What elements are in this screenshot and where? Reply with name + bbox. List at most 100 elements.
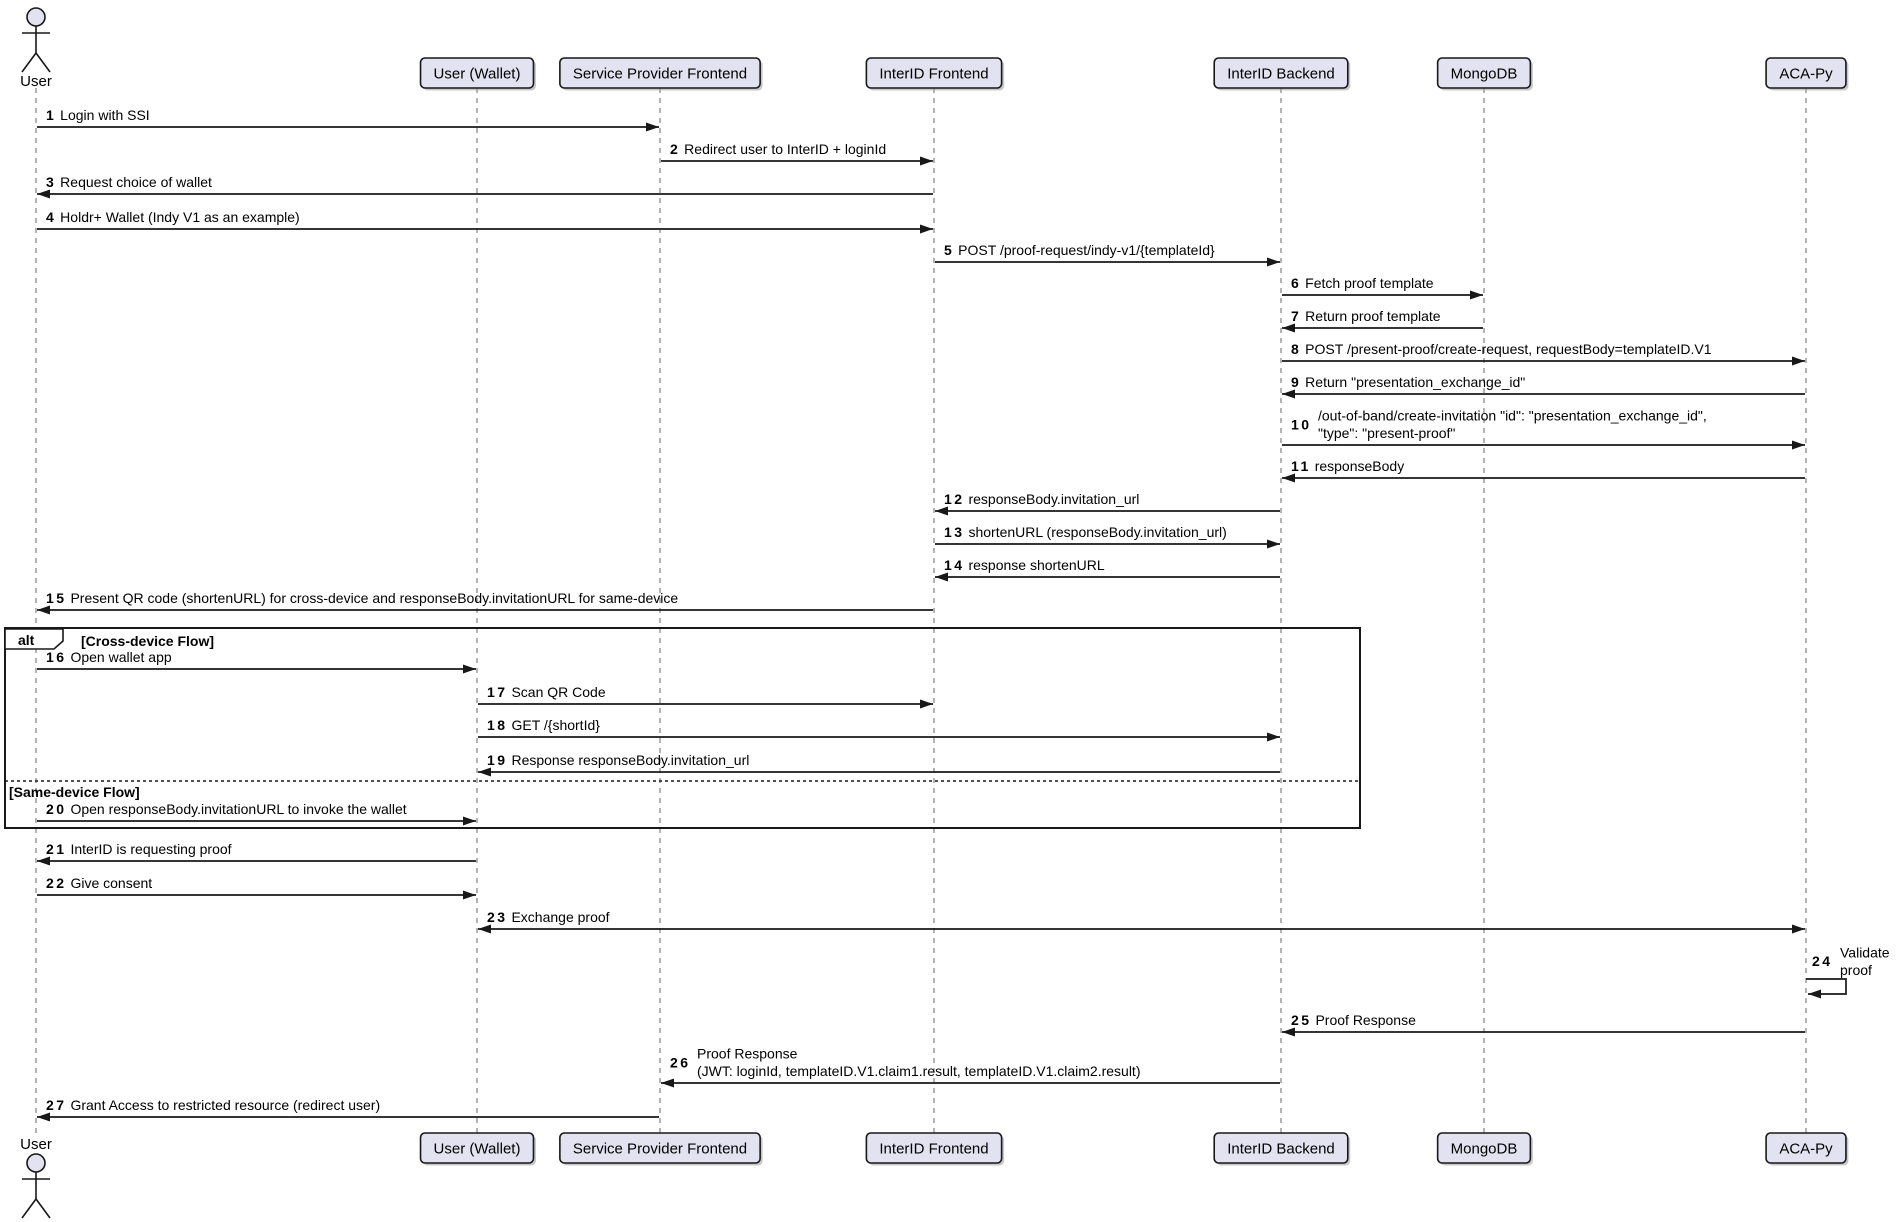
arrowhead xyxy=(1282,323,1295,333)
message-21-label: 21 InterID is requesting proof xyxy=(46,841,232,857)
arrowhead xyxy=(463,664,476,674)
participant-label-ife-bottom: InterID Frontend xyxy=(879,1141,988,1158)
message-10-number: 10 xyxy=(1291,416,1312,432)
arrowhead xyxy=(463,890,476,900)
arrowhead xyxy=(935,572,948,582)
arrowhead xyxy=(661,1078,674,1088)
participant-label-wallet-top: User (Wallet) xyxy=(434,66,521,83)
participant-label-mongo-bottom: MongoDB xyxy=(1451,1141,1518,1158)
message-24-label: Validate xyxy=(1840,945,1890,961)
message-6-label: 6 Fetch proof template xyxy=(1291,275,1434,291)
actor-label-user-bottom: User xyxy=(20,1136,52,1153)
message-15-label: 15 Present QR code (shortenURL) for cros… xyxy=(46,590,678,606)
arrowhead xyxy=(920,156,933,166)
message-2-label: 2 Redirect user to InterID + loginId xyxy=(670,141,886,157)
participant-label-ife-top: InterID Frontend xyxy=(879,66,988,83)
message-4-label: 4 Holdr+ Wallet (Indy V1 as an example) xyxy=(46,209,300,225)
arrowhead xyxy=(463,816,476,826)
message-10-label: "type": "present-proof" xyxy=(1318,425,1455,441)
alt-condition-same-device: [Same-device Flow] xyxy=(9,784,140,800)
arrowhead xyxy=(1267,539,1280,549)
arrowhead xyxy=(1470,290,1483,300)
message-7-label: 7 Return proof template xyxy=(1291,308,1441,324)
actor-head xyxy=(26,1153,46,1173)
message-9-label: 9 Return "presentation_exchange_id" xyxy=(1291,374,1525,390)
participant-box-spf-bottom xyxy=(559,1132,761,1164)
arrowhead xyxy=(37,189,50,199)
arrowhead xyxy=(920,699,933,709)
message-20-label: 20 Open responseBody.invitationURL to in… xyxy=(46,801,407,817)
arrowhead xyxy=(646,122,659,132)
arrowhead xyxy=(1808,989,1821,999)
arrowhead xyxy=(935,506,948,516)
message-12-label: 12 responseBody.invitation_url xyxy=(944,491,1139,507)
arrowhead xyxy=(1282,1027,1295,1037)
message-17-label: 17 Scan QR Code xyxy=(487,684,606,700)
participant-box-aca-top xyxy=(1765,57,1847,89)
message-13-label: 13 shortenURL (responseBody.invitation_u… xyxy=(944,524,1227,540)
participant-label-ibe-top: InterID Backend xyxy=(1227,66,1335,83)
message-10-label: /out-of-band/create-invitation "id": "pr… xyxy=(1318,408,1707,424)
actor-figure xyxy=(35,52,51,73)
participant-label-spf-bottom: Service Provider Frontend xyxy=(573,1141,747,1158)
participant-box-aca-bottom xyxy=(1765,1132,1847,1164)
message-11-label: 11 responseBody xyxy=(1291,458,1404,474)
arrowhead xyxy=(478,924,491,934)
message-26-label: (JWT: loginId, templateID.V1.claim1.resu… xyxy=(697,1063,1141,1079)
arrowhead xyxy=(37,605,50,615)
message-24-label: proof xyxy=(1840,962,1872,978)
arrowhead xyxy=(1282,473,1295,483)
message-8-label: 8 POST /present-proof/create-request, re… xyxy=(1291,341,1712,357)
message-24-number: 24 xyxy=(1812,953,1833,969)
message-18-label: 18 GET /{shortId} xyxy=(487,717,600,733)
message-16-label: 16 Open wallet app xyxy=(46,649,172,665)
participant-label-wallet-bottom: User (Wallet) xyxy=(434,1141,521,1158)
arrowhead xyxy=(37,1112,50,1122)
participant-label-aca-top: ACA-Py xyxy=(1779,66,1833,83)
message-25-label: 25 Proof Response xyxy=(1291,1012,1416,1028)
message-1-label: 1 Login with SSI xyxy=(46,107,150,123)
arrowhead xyxy=(920,224,933,234)
alt-fragment-border xyxy=(4,627,1361,829)
participant-label-mongo-top: MongoDB xyxy=(1451,66,1518,83)
arrowhead xyxy=(1792,440,1805,450)
participant-box-ife-top xyxy=(865,57,1003,89)
participant-box-mongo-bottom xyxy=(1436,1132,1532,1164)
participant-label-aca-bottom: ACA-Py xyxy=(1779,1141,1833,1158)
message-19-label: 19 Response responseBody.invitation_url xyxy=(487,752,749,768)
actor-figure xyxy=(21,1198,37,1219)
message-23-label: 23 Exchange proof xyxy=(487,909,610,925)
actor-figure xyxy=(35,1198,51,1219)
participant-box-ibe-top xyxy=(1213,57,1349,89)
participant-box-wallet-bottom xyxy=(419,1132,535,1164)
arrowhead xyxy=(1267,257,1280,267)
arrowhead xyxy=(1792,924,1805,934)
alt-condition-cross-device: [Cross-device Flow] xyxy=(81,633,214,649)
arrowhead xyxy=(478,767,491,777)
message-3-label: 3 Request choice of wallet xyxy=(46,174,212,190)
arrowhead xyxy=(37,856,50,866)
actor-head xyxy=(26,7,46,27)
arrowhead xyxy=(1792,356,1805,366)
message-24-selfloop xyxy=(1806,978,1847,995)
participant-box-mongo-top xyxy=(1436,57,1532,89)
participant-label-ibe-bottom: InterID Backend xyxy=(1227,1141,1335,1158)
message-14-label: 14 response shortenURL xyxy=(944,557,1105,573)
participant-box-spf-top xyxy=(559,57,761,89)
message-26-label: Proof Response xyxy=(697,1046,798,1062)
participant-box-ibe-bottom xyxy=(1213,1132,1349,1164)
alt-operator-label: alt xyxy=(18,632,35,648)
arrowhead xyxy=(1282,389,1295,399)
alt-operator-pentagon xyxy=(4,628,64,650)
actor-label-user-top: User xyxy=(20,73,52,90)
message-27-label: 27 Grant Access to restricted resource (… xyxy=(46,1097,380,1113)
participant-label-spf-top: Service Provider Frontend xyxy=(573,66,747,83)
message-5-label: 5 POST /proof-request/indy-v1/{templateI… xyxy=(944,242,1215,258)
participant-box-ife-bottom xyxy=(865,1132,1003,1164)
actor-figure xyxy=(21,52,37,73)
message-26-number: 26 xyxy=(670,1054,691,1070)
arrowhead xyxy=(1267,732,1280,742)
message-22-label: 22 Give consent xyxy=(46,875,152,891)
